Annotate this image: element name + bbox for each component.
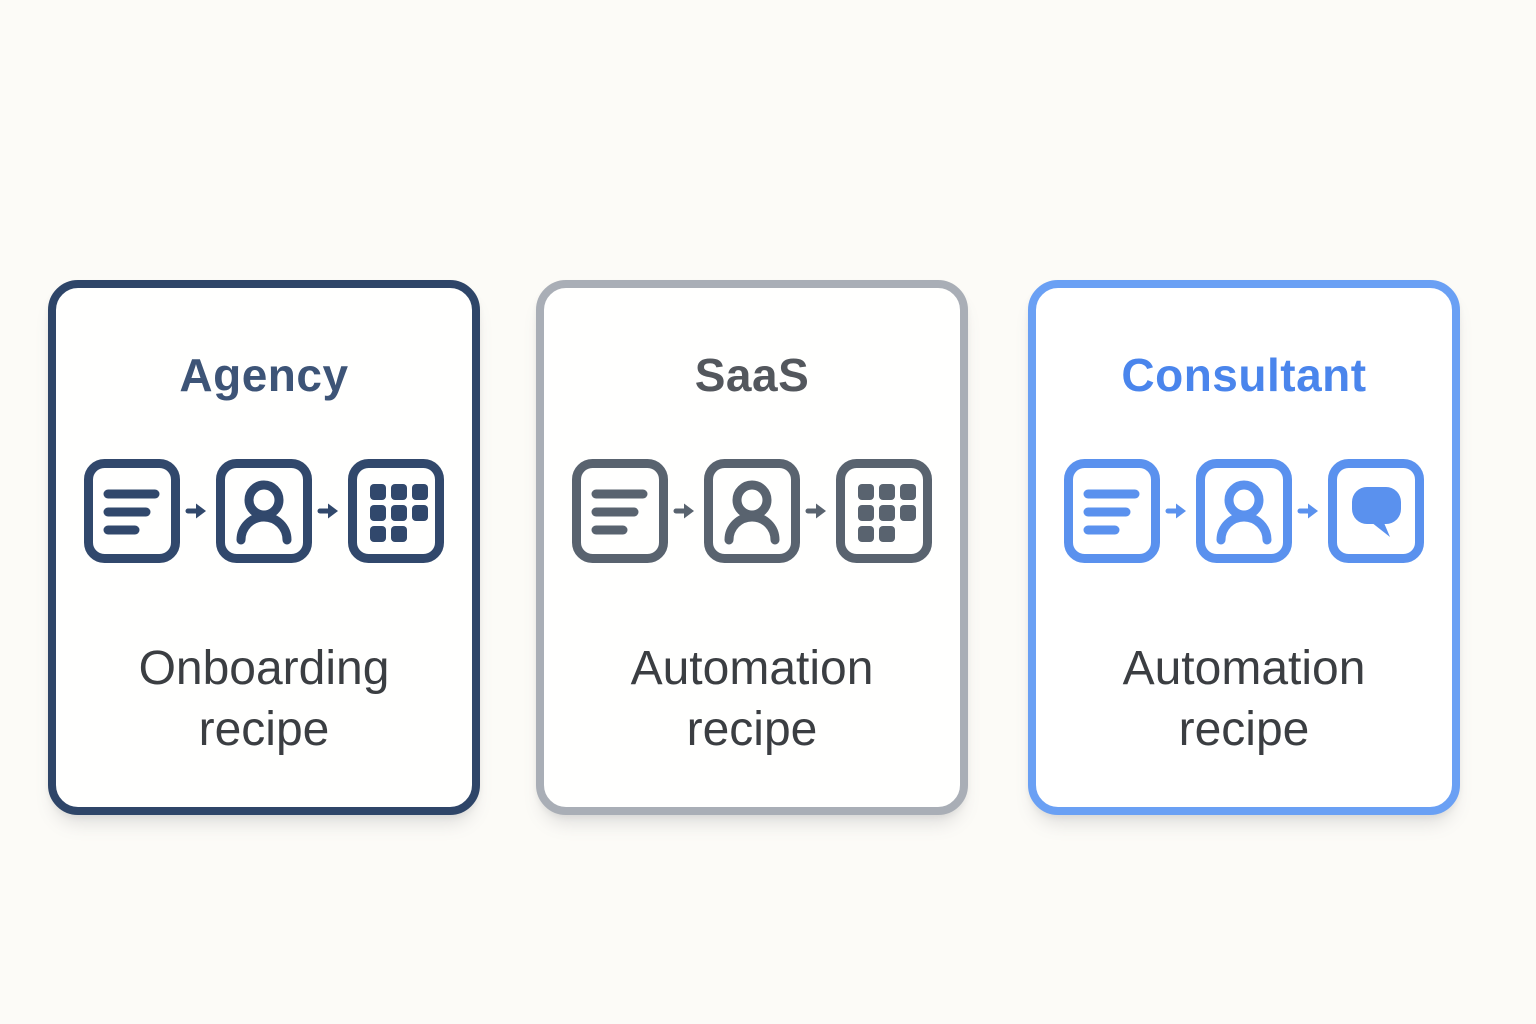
grid-icon (347, 458, 445, 564)
card-consultant: Consultant (1028, 280, 1460, 815)
grid-icon (835, 458, 933, 564)
user-icon (215, 458, 313, 564)
arrow-right-icon (181, 498, 215, 524)
document-icon (1063, 458, 1161, 564)
arrow-right-icon (313, 498, 347, 524)
card-agency: Agency (48, 280, 480, 815)
arrow-right-icon (801, 498, 835, 524)
icon-flow (1063, 458, 1425, 564)
user-icon (1195, 458, 1293, 564)
user-icon (703, 458, 801, 564)
document-icon (571, 458, 669, 564)
document-icon (83, 458, 181, 564)
arrow-right-icon (1161, 498, 1195, 524)
icon-flow (83, 458, 445, 564)
card-title: SaaS (694, 349, 810, 401)
card-label: Onboarding recipe (138, 642, 390, 756)
card-title: Agency (179, 349, 349, 401)
chat-icon (1327, 458, 1425, 564)
card-label: Automation recipe (630, 642, 874, 756)
card-saas: SaaS (536, 280, 968, 815)
arrow-right-icon (1293, 498, 1327, 524)
arrow-right-icon (669, 498, 703, 524)
card-label: Automation recipe (1122, 642, 1366, 756)
icon-flow (571, 458, 933, 564)
card-title: Consultant (1121, 349, 1367, 401)
